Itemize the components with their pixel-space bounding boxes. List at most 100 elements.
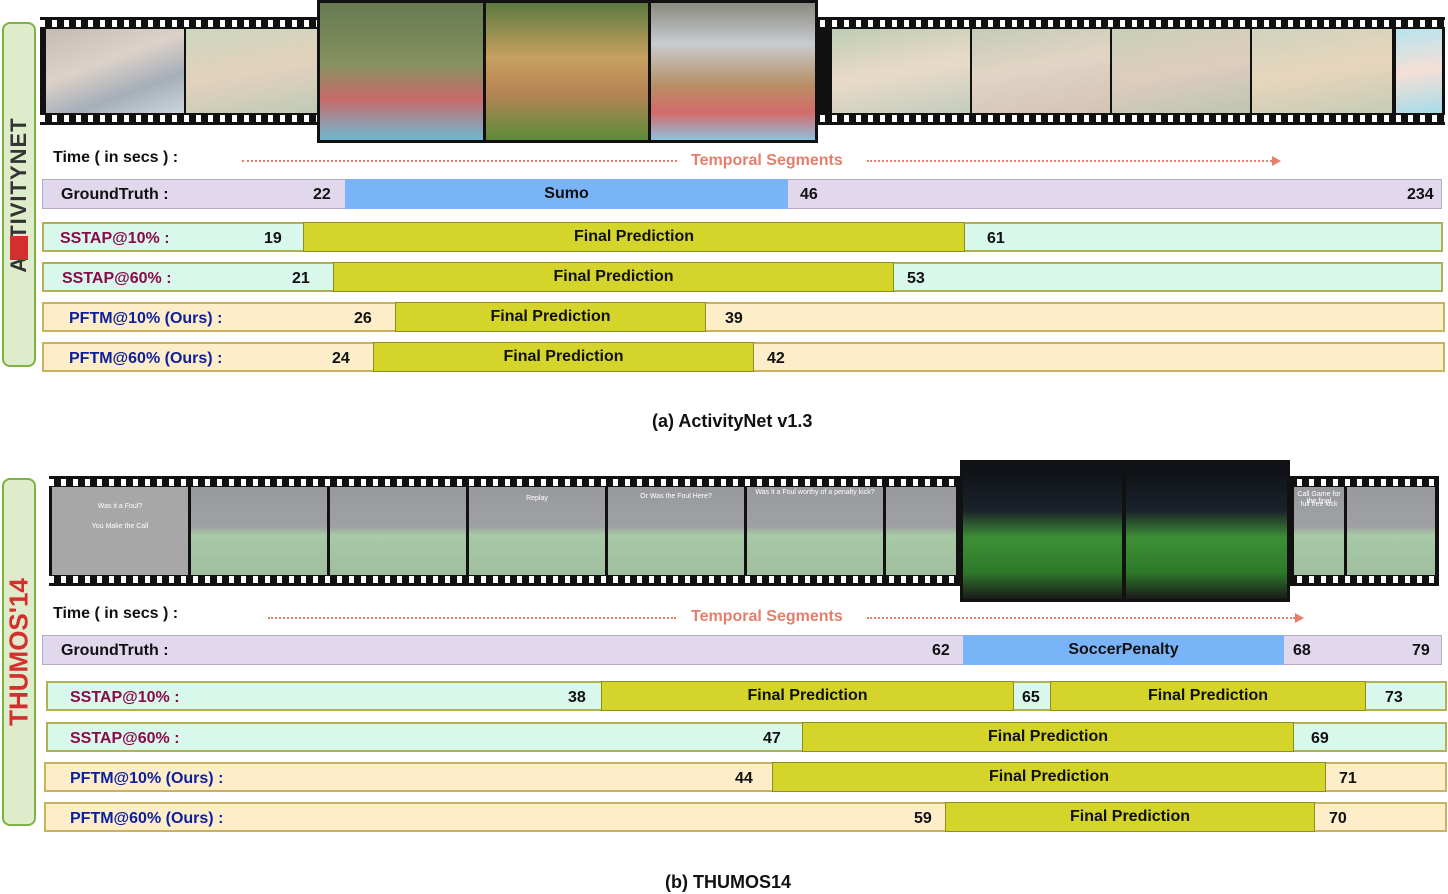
prediction-segment: Final Prediction [945,802,1315,832]
highlight-frame-penalty [963,463,1122,599]
temporal-arrow-line-left [242,160,677,162]
prediction-segment: Final Prediction [802,722,1294,752]
row-label: PFTM@10% (Ours) : [69,310,223,327]
video-frame [1347,487,1435,575]
prediction-row-sstap-60: SSTAP@60% : 21 Final Prediction 53 [42,262,1443,292]
start-time: 21 [292,270,310,287]
video-frame [1396,29,1442,113]
time-label: Time ( in secs ) : [53,605,179,622]
activitynet-logo: ACTIVITYNET [2,22,36,367]
end-time: 71 [1339,770,1357,787]
thumos-highlight-frames [960,460,1290,602]
groundtruth-segment: Sumo [345,179,788,209]
thumos-logo-text: THUMOS'14 [3,578,34,726]
row-label: PFTM@60% (Ours) : [70,810,224,827]
end-time: 61 [987,230,1005,247]
end-time: 70 [1329,810,1347,827]
prediction-row-pftm-10: PFTM@10% (Ours) : 44 Final Prediction 71 [44,762,1447,792]
video-frame: Or Was the Foul Here? [608,487,744,575]
row-label: SSTAP@10% : [60,230,170,247]
video-frame [186,29,324,113]
groundtruth-row: GroundTruth : 22 Sumo 46 234 [42,179,1442,209]
temporal-arrow-line-right [867,617,1295,619]
row-label: SSTAP@60% : [62,270,172,287]
time-label: Time ( in secs ) : [53,149,179,166]
highlight-frame-sumo [486,3,648,140]
frame-caption: Replay [526,495,548,502]
groundtruth-row: GroundTruth : 62 SoccerPenalty 68 79 [42,635,1442,665]
temporal-segments-label: Temporal Segments [691,152,843,169]
panel-caption: (b) THUMOS14 [665,872,791,892]
thumos-film-strip: Was it a Foul? You Make the Call Replay … [49,476,1439,586]
video-frame [46,29,184,113]
highlight-frame-sumo [651,3,815,140]
row-label: SSTAP@60% : [70,730,180,747]
row-label: PFTM@60% (Ours) : [69,350,223,367]
row-label: GroundTruth : [61,642,169,659]
end-time: 65 [1022,689,1040,706]
temporal-arrow-line-right [867,160,1272,162]
frame-caption: Or Was the Foul Here? [640,493,712,500]
prediction-segment: Final Prediction [772,762,1326,792]
video-frame [1252,29,1392,113]
temporal-segments-label: Temporal Segments [691,608,843,625]
frame-caption: Was it a Foul worthy of a penalty kick? [755,489,875,496]
video-frame [191,487,327,575]
video-frame [832,29,970,113]
prediction-segment: Final Prediction [303,222,965,252]
panel-caption: (a) ActivityNet v1.3 [652,411,813,431]
prediction-row-pftm-60: PFTM@60% (Ours) : 24 Final Prediction 42 [42,342,1445,372]
highlight-frame-sumo [320,3,483,140]
end-time: 69 [1311,730,1329,747]
start-time: 59 [914,810,932,827]
frame-caption: You Make the Call [91,523,149,530]
start-time: 38 [568,689,586,706]
groundtruth-segment: SoccerPenalty [963,635,1284,665]
prediction-segment: Final Prediction [395,302,706,332]
total-time: 234 [1407,186,1434,203]
prediction-row-pftm-10: PFTM@10% (Ours) : 26 Final Prediction 39 [42,302,1445,332]
prediction-row-pftm-60: PFTM@60% (Ours) : 59 Final Prediction 70 [44,802,1447,832]
end-time: 46 [800,186,818,203]
row-label: PFTM@10% (Ours) : [70,770,224,787]
start-time: 19 [264,230,282,247]
prediction-row-sstap-10: SSTAP@10% : 19 Final Prediction 61 [42,222,1443,252]
start-time: 47 [763,730,781,747]
prediction-row-sstap-10: SSTAP@10% : 38 Final Prediction 65 Final… [46,681,1447,711]
end-time: 73 [1385,689,1403,706]
frame-caption: full free kick [1300,501,1338,508]
prediction-segment: Final Prediction [373,342,754,372]
video-frame: Was it a Foul? You Make the Call [52,487,188,575]
end-time: 68 [1293,642,1311,659]
frame-caption: Call Game for the final [1297,491,1341,505]
video-frame: Call Game for the final full free kick [1294,487,1344,575]
start-time: 24 [332,350,350,367]
video-frame [972,29,1110,113]
video-frame: Was it a Foul worthy of a penalty kick? [747,487,883,575]
video-frame [886,487,956,575]
activitynet-highlight-frames [317,0,818,143]
video-frame [330,487,466,575]
prediction-segment: Final Prediction [601,681,1014,711]
total-time: 79 [1412,642,1430,659]
video-frame [1112,29,1250,113]
temporal-arrow-line-left [268,617,676,619]
start-time: 22 [313,186,331,203]
start-time: 62 [932,642,950,659]
start-time: 26 [354,310,372,327]
row-label: SSTAP@10% : [70,689,180,706]
end-time: 42 [767,350,785,367]
start-time: 44 [735,770,753,787]
temporal-arrow-head [1272,156,1281,166]
frame-caption: Was it a Foul? [97,503,143,510]
prediction-segment: Final Prediction [1050,681,1366,711]
activitynet-logo-icon [10,236,28,260]
video-frame: Replay [469,487,605,575]
end-time: 53 [907,270,925,287]
highlight-frame-penalty [1126,463,1287,599]
end-time: 39 [725,310,743,327]
prediction-segment: Final Prediction [333,262,894,292]
row-label: GroundTruth : [61,186,169,203]
prediction-row-sstap-60: SSTAP@60% : 47 Final Prediction 69 [46,722,1447,752]
thumos-logo: THUMOS'14 [2,478,36,826]
